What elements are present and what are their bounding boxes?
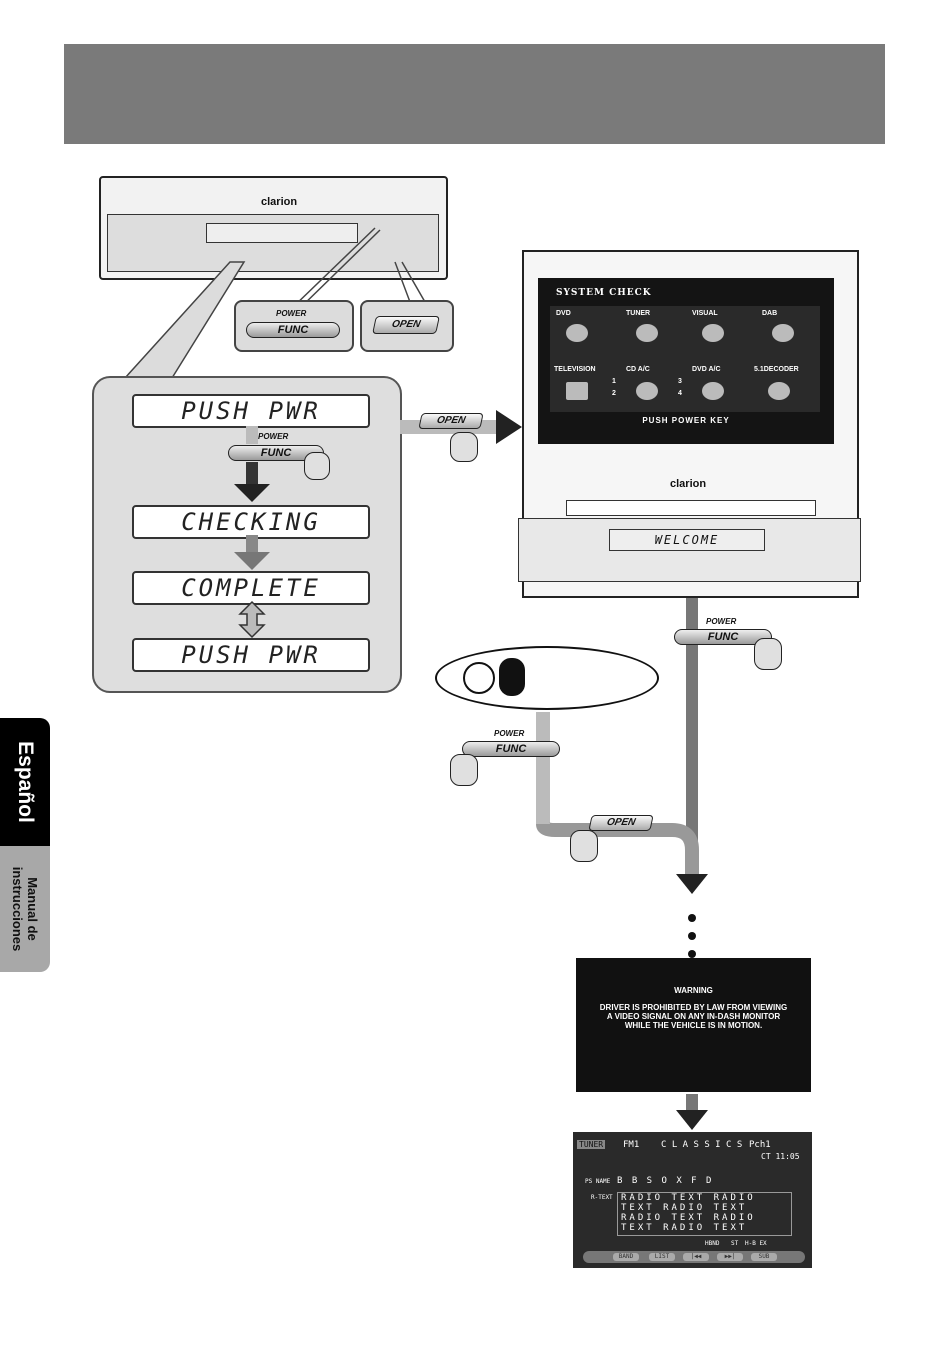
open-callout: OPEN: [360, 300, 454, 352]
item-tuner: TUNER: [626, 310, 651, 317]
item-cd-ac: CD A/C: [626, 366, 650, 373]
prev-button[interactable]: |◀◀: [683, 1253, 709, 1261]
arrow-down-1: [234, 484, 270, 502]
hand-icon: [450, 754, 478, 786]
warning-line-1: DRIVER IS PROHIBITED BY LAW FROM VIEWING: [599, 1003, 788, 1012]
tab-manual: Manual de instrucciones: [0, 846, 50, 972]
hand-icon: [754, 638, 782, 670]
power-label: POWER: [706, 617, 737, 626]
source-badge: TUNER: [577, 1140, 606, 1149]
sub-button[interactable]: SUB: [751, 1253, 777, 1261]
warning-line-2: A VIDEO SIGNAL ON ANY IN-DASH MONITOR: [606, 1012, 781, 1021]
band-button[interactable]: BAND: [613, 1253, 639, 1261]
tuner-icon: [636, 324, 658, 342]
arrow-down-3: [676, 874, 708, 894]
next-button[interactable]: ▶▶|: [717, 1253, 743, 1261]
warning-line-3: WHILE THE VEHICLE IS IN MOTION.: [624, 1021, 763, 1030]
item-dvd: DVD: [556, 310, 571, 317]
monitor-unit: SYSTEM CHECK DVD TUNER VISUAL DAB TELEVI…: [518, 250, 861, 598]
open-button[interactable]: OPEN: [418, 413, 484, 429]
tab-espanol: Español: [0, 718, 50, 846]
callout-lines: [123, 227, 426, 379]
tv-icon: [566, 382, 588, 400]
status-st: ST: [731, 1240, 739, 1247]
tab-language-label: Español: [14, 741, 37, 823]
header-band: [64, 44, 885, 144]
status-hbnd: HBND: [705, 1240, 720, 1247]
list-button[interactable]: LIST: [649, 1253, 675, 1261]
rtext-line: RADIO TEXT RADIO: [621, 1193, 756, 1203]
dvd-changer-icon: [702, 382, 724, 400]
hand-icon: [304, 452, 330, 480]
brand-logo: clarion: [670, 478, 707, 490]
ignition-key-callout: [435, 646, 659, 710]
dvd-icon: [566, 324, 588, 342]
num-3: 3: [678, 378, 682, 385]
ps-name-value: B B S O X F D: [617, 1176, 714, 1186]
band-label: FM1: [623, 1140, 640, 1150]
item-51decoder: 5.1DECODER: [754, 366, 799, 373]
visual-icon: [702, 324, 724, 342]
func-button[interactable]: FUNC: [462, 741, 560, 757]
key-ring-icon: [463, 662, 495, 694]
preset-label: Pch1: [749, 1140, 771, 1150]
power-label: POWER: [276, 309, 307, 318]
brand-logo: clarion: [261, 196, 298, 208]
func-button[interactable]: FUNC: [228, 445, 324, 461]
num-4: 4: [678, 390, 682, 397]
item-dvd-ac: DVD A/C: [692, 366, 721, 373]
lcd-checking: CHECKING: [132, 505, 370, 539]
lcd-push-pwr-2: PUSH PWR: [132, 638, 370, 672]
rtext-line: TEXT RADIO TEXT: [621, 1223, 748, 1233]
item-dab: DAB: [762, 310, 778, 317]
disc-slot: [566, 500, 816, 516]
unit-display: [206, 223, 358, 243]
screen-title: SYSTEM CHECK: [556, 288, 652, 298]
ps-name-label: PS NAME: [585, 1178, 611, 1185]
hand-icon: [570, 830, 598, 862]
warning-title: WARNING: [674, 986, 713, 995]
key-icon: [499, 658, 525, 696]
warning-screen: WARNING DRIVER IS PROHIBITED BY LAW FROM…: [576, 958, 811, 1092]
arrow-down-2: [234, 552, 270, 570]
device-grid: DVD TUNER VISUAL DAB TELEVISION CD A/C D…: [550, 306, 820, 412]
arrow-updown: [238, 600, 266, 639]
open-button[interactable]: OPEN: [588, 815, 654, 831]
num-2: 2: [612, 390, 616, 397]
decoder-icon: [768, 382, 790, 400]
rtext-box: RADIO TEXT RADIO TEXT RADIO TEXT RADIO T…: [617, 1192, 792, 1236]
cd-icon: [636, 382, 658, 400]
power-label: POWER: [494, 729, 525, 738]
func-button[interactable]: FUNC: [674, 629, 772, 645]
tab-manual-label: Manual de instrucciones: [10, 866, 40, 952]
head-unit: clarion: [99, 176, 448, 280]
unit-faceplate: [107, 214, 439, 272]
arrow-right: [496, 410, 522, 444]
rtext-line: TEXT RADIO TEXT: [621, 1203, 748, 1213]
screen-footer: PUSH POWER KEY: [642, 416, 730, 425]
item-visual: VISUAL: [692, 310, 718, 317]
num-1: 1: [612, 378, 616, 385]
status-hbex: H-B EX: [745, 1240, 767, 1247]
program-label: C L A S S I C S: [661, 1140, 743, 1150]
monitor-display: WELCOME: [609, 529, 765, 551]
system-check-screen: SYSTEM CHECK DVD TUNER VISUAL DAB TELEVI…: [538, 278, 834, 444]
dab-icon: [772, 324, 794, 342]
monitor-faceplate: WELCOME: [518, 518, 861, 582]
tuner-screen: TUNER FM1 C L A S S I C S Pch1 CT 11:05 …: [573, 1132, 812, 1268]
power-label: POWER: [258, 432, 289, 441]
func-button[interactable]: FUNC: [246, 322, 340, 338]
arrow-down-4: [676, 1110, 708, 1130]
clock-label: CT 11:05: [761, 1152, 800, 1161]
func-callout: POWER FUNC: [234, 300, 354, 352]
hand-icon: [450, 432, 478, 462]
rtext-label: R-TEXT: [591, 1194, 613, 1201]
item-television: TELEVISION: [554, 366, 596, 373]
lcd-push-pwr: PUSH PWR: [132, 394, 370, 428]
rtext-line: RADIO TEXT RADIO: [621, 1213, 756, 1223]
